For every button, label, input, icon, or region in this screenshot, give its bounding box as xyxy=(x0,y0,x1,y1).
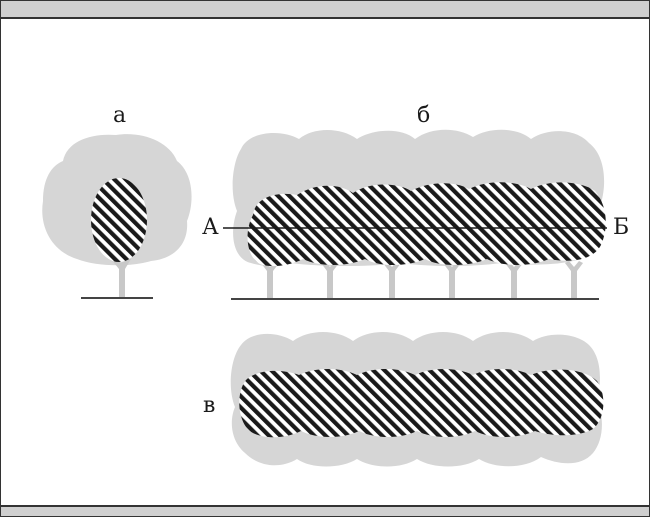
top-border-band xyxy=(1,1,649,19)
tree-row-trunks xyxy=(261,261,583,299)
section-start-label: А xyxy=(202,215,219,240)
tree-row-top xyxy=(230,332,604,467)
single-tree xyxy=(42,134,192,299)
tree-row-top-dense-band xyxy=(239,369,604,438)
single-tree-dense-core xyxy=(91,178,147,262)
panel-label-a: а xyxy=(113,103,127,128)
panel-label-v: в xyxy=(203,393,216,418)
tree-row-dense-band xyxy=(247,182,606,267)
bottom-border-band xyxy=(1,505,649,516)
single-tree-trunk xyxy=(111,257,131,297)
tree-row-side xyxy=(223,129,607,300)
section-end-label: Б xyxy=(613,215,630,240)
panel-label-b: б xyxy=(417,103,431,128)
